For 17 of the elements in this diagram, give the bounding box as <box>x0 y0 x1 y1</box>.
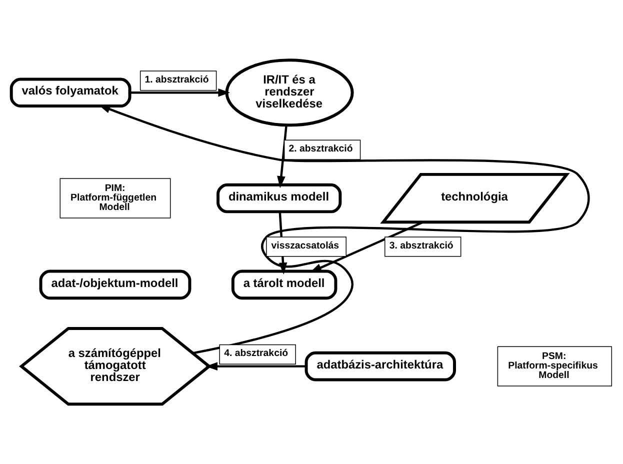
edge-label: 1. absztrakció <box>144 74 209 86</box>
node-box: valós folyamatok <box>10 78 132 108</box>
edge-label: visszacsatolás <box>271 240 340 252</box>
arrow <box>277 125 288 188</box>
node-box: adat-/objektum-modell <box>39 270 192 300</box>
node-box: PSM: Platform-specifikus Modell <box>497 346 612 386</box>
node-ellipse: IR/IT és a rendszer viselkedése <box>225 58 354 127</box>
arrow <box>310 221 424 273</box>
arrow <box>206 362 306 370</box>
node-box: adatbázis-architektúra <box>304 351 456 382</box>
node-box: dinamikus modell <box>216 183 342 214</box>
arrow <box>130 88 230 97</box>
edge-label: 2. absztrakció <box>288 144 353 155</box>
node-box: a tárolt modell <box>231 270 338 300</box>
node-box: PIM: Platform-független Modell <box>60 178 171 218</box>
edge-label: 4. absztrakció <box>224 348 288 360</box>
edge-label: 3. absztrakció <box>389 240 454 252</box>
